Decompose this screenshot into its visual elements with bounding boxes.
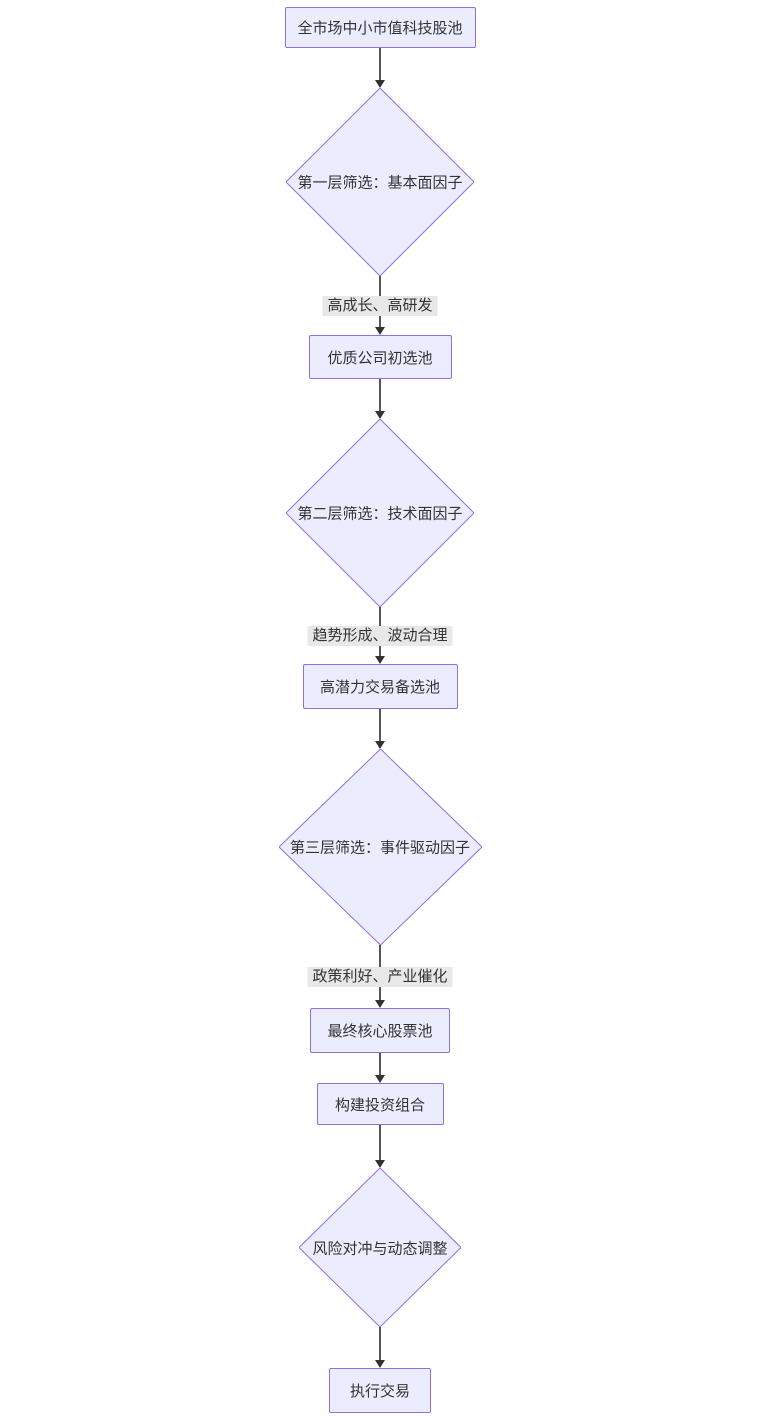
flow-arrow xyxy=(375,48,385,88)
flow-arrow xyxy=(375,709,385,749)
node-label: 第一层筛选：基本面因子 xyxy=(297,174,463,192)
diamond-shape xyxy=(299,1168,461,1327)
flow-arrow: 政策利好、产业催化 xyxy=(307,945,453,1008)
node-label: 优质公司初选池 xyxy=(327,349,433,367)
node-candidate-pool: 高潜力交易备选池 xyxy=(302,664,458,709)
arrow-line xyxy=(379,1125,381,1160)
diamond-shape xyxy=(286,88,474,276)
arrowhead-icon xyxy=(375,1000,385,1008)
arrowhead-icon xyxy=(375,411,385,419)
arrow-line xyxy=(379,48,381,80)
node-label: 全市场中小市值科技股池 xyxy=(297,20,463,37)
edge-label: 高成长、高研发 xyxy=(322,295,438,316)
edge-label: 趋势形成、波动合理 xyxy=(307,625,453,646)
node-label: 高潜力交易备选池 xyxy=(319,679,440,696)
node-label: 构建投资组合 xyxy=(334,1096,425,1114)
node-label: 执行交易 xyxy=(349,1383,410,1400)
diamond-shape xyxy=(286,419,474,607)
arrowhead-icon xyxy=(375,80,385,88)
edge-label: 政策利好、产业催化 xyxy=(307,966,453,987)
node-layer3-filter: 第三层筛选：事件驱动因子 xyxy=(278,749,482,945)
flow-arrow xyxy=(375,379,385,419)
node-layer2-filter: 第二层筛选：技术面因子 xyxy=(286,419,474,607)
arrowhead-icon xyxy=(375,656,385,664)
flow-arrow: 趋势形成、波动合理 xyxy=(307,607,453,664)
node-label: 第三层筛选：事件驱动因子 xyxy=(289,839,471,857)
node-universe-pool: 全市场中小市值科技股池 xyxy=(284,7,476,48)
arrowhead-icon xyxy=(375,1075,385,1083)
flow-arrow: 高成长、高研发 xyxy=(322,276,438,335)
flowchart-column: 全市场中小市值科技股池 第一层筛选：基本面因子 高成长、高研发 优质公司初选池 xyxy=(278,0,482,1416)
flow-arrow xyxy=(375,1327,385,1368)
arrowhead-icon xyxy=(375,327,385,335)
flow-arrow xyxy=(375,1125,385,1168)
node-risk-adjust: 风险对冲与动态调整 xyxy=(299,1168,461,1327)
node-label: 最终核心股票池 xyxy=(327,1023,433,1040)
node-label: 风险对冲与动态调整 xyxy=(312,1240,448,1257)
diamond-shape xyxy=(278,749,482,945)
arrowhead-icon xyxy=(375,1160,385,1168)
node-build-portfolio: 构建投资组合 xyxy=(316,1083,444,1125)
arrow-line xyxy=(379,709,381,741)
node-layer1-filter: 第一层筛选：基本面因子 xyxy=(286,88,474,276)
node-quality-pool: 优质公司初选池 xyxy=(308,335,452,379)
node-label: 第二层筛选：技术面因子 xyxy=(297,505,463,523)
arrow-line xyxy=(379,1053,381,1075)
arrow-line xyxy=(379,379,381,411)
arrowhead-icon xyxy=(375,741,385,749)
arrowhead-icon xyxy=(375,1360,385,1368)
node-core-pool: 最终核心股票池 xyxy=(310,1008,450,1053)
flow-arrow xyxy=(375,1053,385,1083)
node-execute-trade: 执行交易 xyxy=(329,1368,431,1413)
arrow-line xyxy=(379,1327,381,1360)
